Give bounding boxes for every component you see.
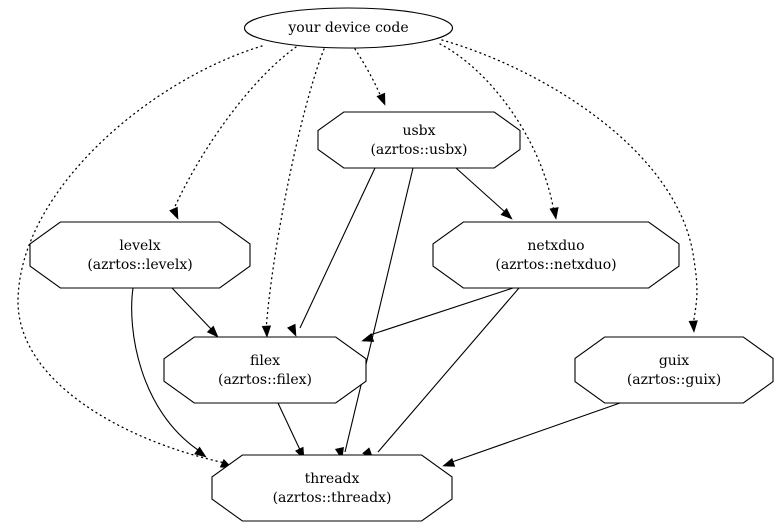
node-shape-ellipse (243, 7, 454, 49)
arrowhead (194, 446, 207, 458)
node-guix[interactable]: guix(azrtos::guix) (574, 336, 774, 404)
node-shape-octagon (211, 454, 453, 522)
node-shape-octagon (163, 336, 367, 404)
edge-netxduo-to-threadx (377, 287, 520, 453)
edge-device-to-levelx (171, 46, 297, 214)
node-label-secondary: (azrtos::filex) (218, 372, 312, 388)
edge-device-to-guix (441, 39, 698, 326)
node-label-primary: threadx (305, 471, 360, 487)
arrowhead (206, 325, 219, 338)
arrowhead (688, 320, 698, 333)
arrowhead (500, 207, 513, 220)
node-label-secondary: (azrtos::guix) (627, 372, 721, 388)
node-netxduo[interactable]: netxduo(azrtos::netxduo) (432, 221, 680, 289)
node-label-secondary: (azrtos::usbx) (370, 142, 467, 158)
arrowhead (442, 457, 456, 467)
arrowhead (287, 323, 297, 337)
edge-device-to-filex (265, 48, 325, 331)
edge-device-to-usbx (354, 48, 382, 98)
node-levelx[interactable]: levelx(azrtos::levelx) (29, 221, 251, 289)
nodes-layer: your device codeusbx(azrtos::usbx)levelx… (29, 7, 774, 522)
node-label-primary: filex (250, 353, 280, 369)
edge-netxduo-to-filex (369, 287, 514, 336)
arrowhead (549, 207, 559, 220)
arrowhead (361, 333, 375, 342)
node-label-secondary: (azrtos::levelx) (87, 257, 192, 273)
node-device[interactable]: your device code (243, 7, 454, 49)
node-label-primary: your device code (287, 20, 408, 36)
node-label-primary: levelx (119, 238, 160, 254)
edge-levelx-to-filex (171, 287, 213, 331)
edge-guix-to-threadx (451, 402, 621, 463)
node-usbx[interactable]: usbx(azrtos::usbx) (317, 111, 521, 169)
edge-usbx-to-netxduo (455, 167, 506, 213)
edge-usbx-to-threadx (344, 167, 414, 453)
node-shape-octagon (29, 221, 251, 289)
arrowhead (169, 206, 179, 220)
edge-filex-to-threadx (277, 402, 302, 453)
edge-usbx-to-filex (299, 167, 376, 329)
node-filex[interactable]: filex(azrtos::filex) (163, 336, 367, 404)
node-label-primary: guix (659, 353, 689, 369)
node-label-primary: netxduo (527, 238, 584, 254)
node-label-secondary: (azrtos::netxduo) (495, 257, 616, 273)
node-label-secondary: (azrtos::threadx) (273, 490, 392, 506)
node-shape-octagon (574, 336, 774, 404)
node-label-primary: usbx (402, 123, 435, 139)
node-shape-octagon (317, 111, 521, 169)
node-shape-octagon (432, 221, 680, 289)
arrowhead (261, 325, 272, 338)
edges-layer (17, 39, 698, 464)
edge-levelx-to-threadx (131, 287, 199, 451)
edge-device-to-threadx (17, 45, 263, 464)
node-threadx[interactable]: threadx(azrtos::threadx) (211, 454, 453, 522)
arrowhead (376, 92, 386, 106)
